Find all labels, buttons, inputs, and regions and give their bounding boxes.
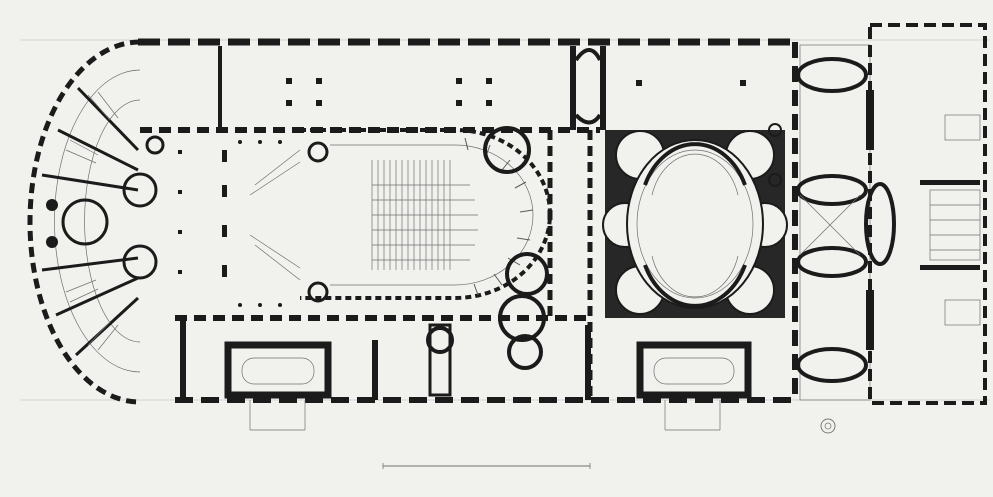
stamp-seal	[820, 418, 836, 434]
right-annex	[796, 23, 987, 405]
column-grid	[178, 140, 282, 307]
connecting-corridor	[547, 130, 593, 400]
scale-bar	[382, 463, 591, 469]
auditorium	[249, 128, 552, 303]
oval-room	[602, 123, 788, 318]
semicircular-wing	[27, 39, 165, 405]
top-rooms	[218, 46, 746, 130]
lower-rooms	[180, 320, 752, 431]
circular-stairs	[426, 126, 549, 370]
sheet-border	[20, 39, 990, 401]
